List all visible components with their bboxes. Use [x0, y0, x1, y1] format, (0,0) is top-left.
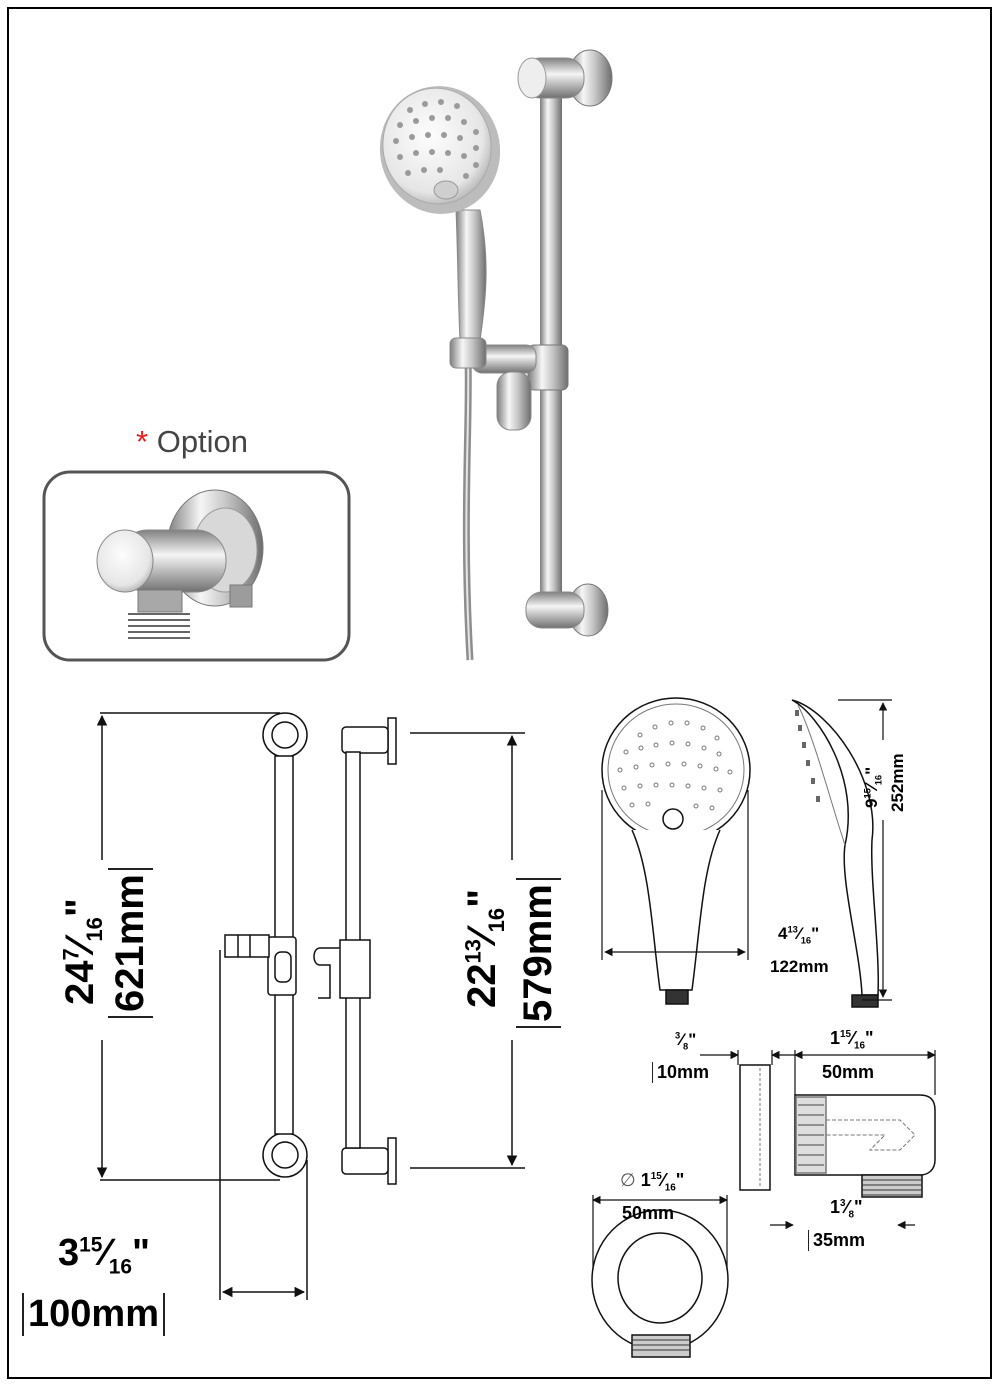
- front-nozzles: [617, 720, 733, 811]
- elbow-height-mm: 35mm: [808, 1230, 865, 1251]
- elbow-depth-inch: 115⁄16": [830, 1028, 874, 1052]
- elbow-thread: [128, 613, 190, 639]
- sheet-border: [7, 7, 992, 1379]
- flange-thickness-mm: 10mm: [652, 1062, 709, 1083]
- projection-inch: 315⁄16": [58, 1232, 151, 1279]
- product-render: [379, 49, 613, 661]
- option-label: Option: [156, 424, 249, 459]
- elbow-height-inch: 13⁄8": [830, 1197, 863, 1221]
- total-height-inch: 247⁄16": [58, 898, 107, 1005]
- flange-diameter-mm: 50mm: [622, 1203, 675, 1223]
- projection-mm: 100mm: [22, 1293, 165, 1336]
- head-width-mm: 122mm: [770, 957, 829, 976]
- flange-diameter-inch: ∅ 115⁄16": [620, 1170, 685, 1194]
- hand-shower-dims: [601, 699, 892, 1001]
- total-height-mm: 621mm: [108, 868, 153, 1018]
- option-title: * Option: [136, 424, 248, 460]
- option-marker: *: [136, 424, 149, 459]
- elbow-line-drawing: [591, 1064, 936, 1358]
- dimension-lines: [96, 712, 525, 1300]
- rail-line-drawing: [224, 712, 397, 1185]
- head-length-inch: 915⁄16": [862, 766, 884, 808]
- spray-selector: [433, 180, 459, 200]
- center-height-mm: 579mm: [516, 878, 561, 1028]
- bottom-bracket: [525, 591, 585, 629]
- head-width-inch: 413⁄16": [778, 924, 820, 946]
- center-height-inch: 2213⁄16": [460, 888, 509, 1008]
- elbow-depth-mm: 50mm: [822, 1062, 875, 1082]
- hand-shower-handle: [455, 209, 487, 341]
- elbow-dims: [592, 1050, 936, 1270]
- flange-thickness-inch: 3⁄8": [675, 1030, 697, 1052]
- option-box: [42, 470, 351, 662]
- hand-shower-line-drawing: [601, 697, 880, 1008]
- spray-nozzles: [393, 99, 479, 179]
- head-length-mm: 252mm: [888, 753, 907, 812]
